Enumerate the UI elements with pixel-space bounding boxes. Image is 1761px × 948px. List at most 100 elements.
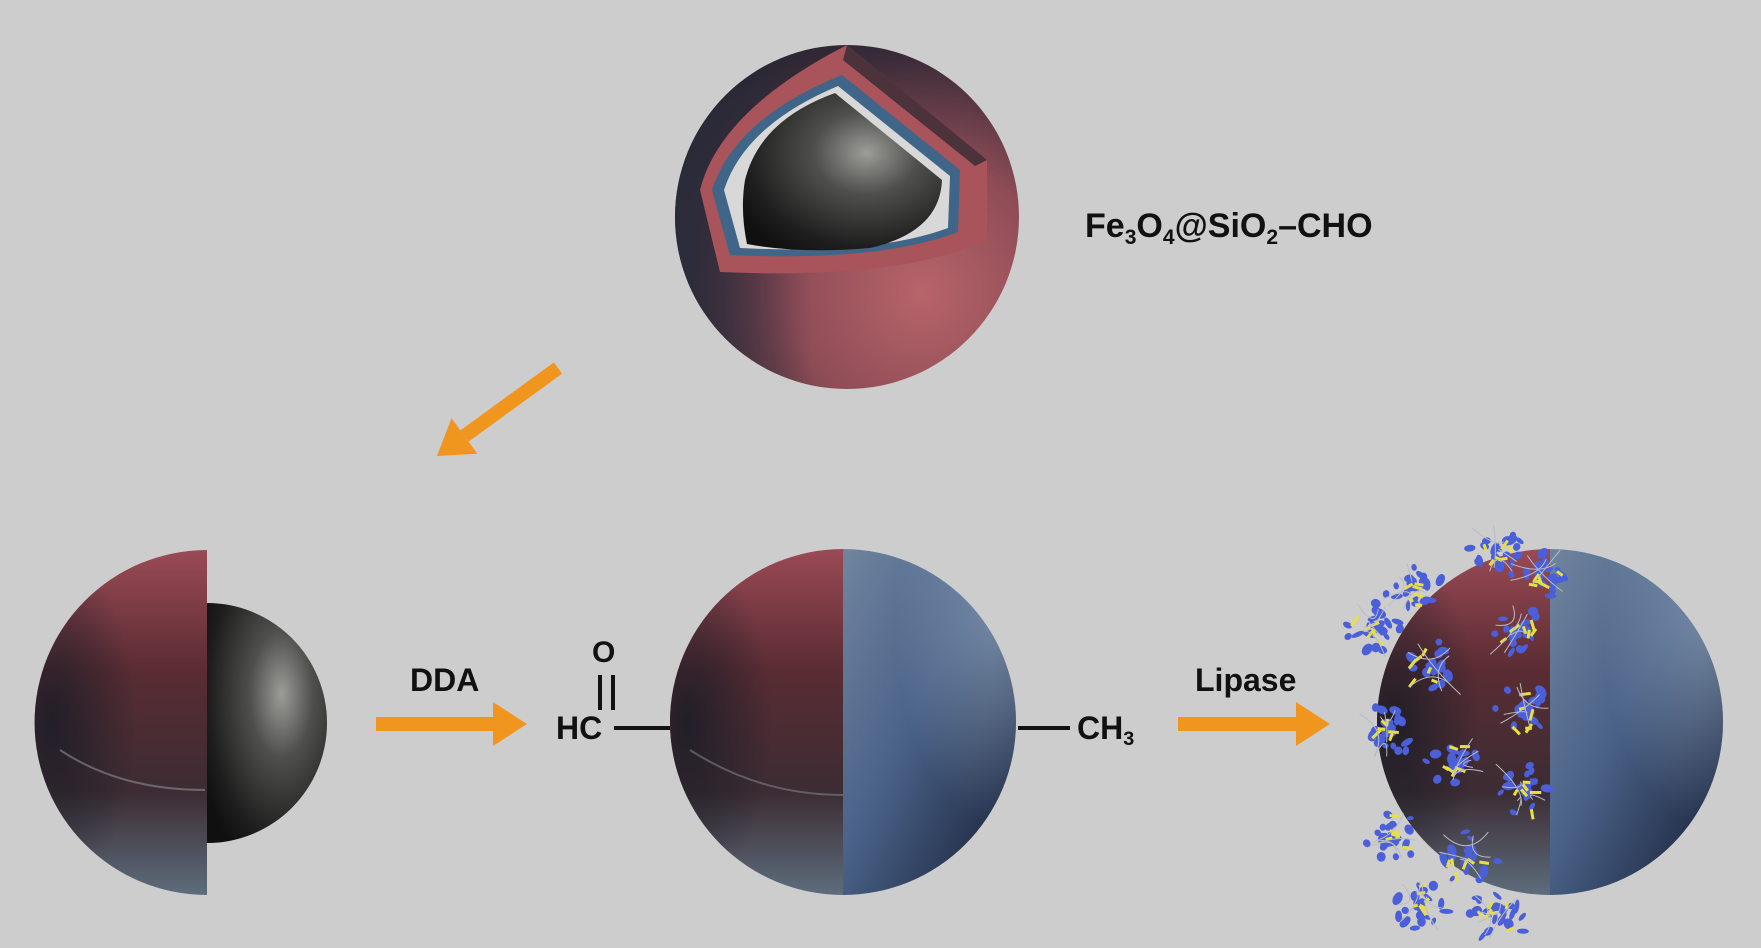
lipase-helix <box>1540 784 1554 793</box>
lipase-helix <box>1411 563 1417 571</box>
lipase-sheet <box>1512 789 1519 797</box>
lipase-helix <box>1416 570 1425 579</box>
lipase-sheet <box>1529 808 1535 820</box>
lipase-helix <box>1370 598 1381 608</box>
formula-fe: Fe <box>1085 207 1125 245</box>
lipase-helix <box>1395 910 1403 923</box>
lipase-loop <box>1463 759 1474 768</box>
lipase-sheet <box>1450 858 1455 867</box>
lipase-helix <box>1390 742 1397 750</box>
lipase-helix <box>1552 576 1567 584</box>
methyl-subscript: 3 <box>1123 728 1135 751</box>
functionalized-highlight-line <box>689 749 844 796</box>
lipase-helix <box>1506 775 1513 783</box>
lipase-loop <box>1526 555 1563 592</box>
lipase-sheet <box>1412 585 1423 591</box>
lipase-loop <box>1519 683 1531 728</box>
cross-section-highlight-line <box>59 749 206 791</box>
lipase-sheet <box>1414 582 1424 587</box>
lipase-sheet <box>1488 558 1495 567</box>
lipase-helix <box>1432 774 1442 784</box>
lipase-helix <box>1399 916 1411 928</box>
lipase-loop <box>1459 858 1482 879</box>
lipase-sheet <box>1500 539 1509 551</box>
lipase-sheet <box>1376 639 1384 646</box>
lipase-molecule <box>1382 563 1445 612</box>
lipase-sheet <box>1371 729 1382 740</box>
lipase-helix <box>1394 746 1403 755</box>
lipase-helix <box>1422 577 1431 591</box>
lipase-molecule <box>1422 738 1484 787</box>
lipase-loop <box>1495 763 1522 807</box>
lipase-sheet <box>1365 623 1373 632</box>
lipase-molecule <box>1359 703 1413 758</box>
lipase-loop <box>1364 606 1386 628</box>
arrow-to-cross-section-shaft <box>460 362 563 442</box>
lipase-sheet <box>1408 677 1417 688</box>
lipase-helix <box>1392 853 1400 861</box>
lipase-molecule <box>1492 683 1549 736</box>
lipase-helix <box>1376 852 1386 862</box>
lipase-loop <box>1406 563 1413 582</box>
functionalized-particle <box>670 549 1016 895</box>
formula-silica: @SiO <box>1174 207 1267 245</box>
lipase-helix <box>1497 914 1506 926</box>
lipase-loop <box>1368 841 1397 853</box>
lipase-sheet <box>1350 615 1360 627</box>
lipase-sheet <box>1533 573 1541 582</box>
step-dda-label: DDA <box>410 662 480 698</box>
lipase-helix <box>1512 551 1523 560</box>
lipase-loop <box>1510 559 1547 581</box>
core-shell-particle <box>675 45 1019 389</box>
immobilized-blue-sheen <box>1550 549 1723 895</box>
lipase-loop <box>1493 525 1496 569</box>
methyl-ch: CH <box>1077 710 1124 746</box>
lipase-sheet <box>1387 730 1399 734</box>
lipase-helix <box>1550 588 1556 596</box>
cutaway-edge-shadow <box>843 45 987 166</box>
lipase-helix <box>1537 547 1549 559</box>
lipase-loop <box>1387 576 1405 607</box>
lipase-helix <box>1392 892 1403 906</box>
lipase-helix <box>1497 789 1504 796</box>
lipase-helix <box>1518 912 1526 921</box>
lipase-helix <box>1449 875 1455 882</box>
functionalized-blue-sheen <box>843 549 1016 895</box>
lipase-loop <box>1368 621 1382 637</box>
lipase-molecule <box>1489 605 1540 658</box>
arrow-to-cross-section <box>437 362 563 456</box>
lipase-helix <box>1451 749 1462 755</box>
step-lipase-label: Lipase <box>1195 662 1297 698</box>
lipase-helix <box>1509 908 1516 920</box>
lipase-sheet <box>1529 791 1542 794</box>
lipase-sheet <box>1389 813 1399 818</box>
lipase-loop <box>1503 613 1528 653</box>
arrow-to-cross-section-head <box>437 418 478 456</box>
lipase-sheet <box>1388 732 1394 742</box>
lipase-helix <box>1492 913 1498 925</box>
lipase-loop <box>1384 712 1388 743</box>
lipase-loop <box>1375 813 1404 842</box>
lipase-helix <box>1529 778 1538 785</box>
formula-o-subscript: 4 <box>1162 225 1175 249</box>
lipase-loop <box>1493 903 1502 915</box>
lipase-helix <box>1450 778 1461 787</box>
lipase-helix <box>1472 752 1480 762</box>
lipase-loop <box>1516 686 1549 709</box>
lipase-helix <box>1419 596 1431 606</box>
lipase-sheet <box>1506 926 1515 933</box>
lipase-helix <box>1474 558 1481 566</box>
lipase-loop <box>1400 881 1421 922</box>
lipase-helix <box>1405 600 1411 612</box>
lipase-molecule <box>1343 598 1404 657</box>
lipase-loop <box>1510 562 1556 570</box>
lipase-helix <box>1514 899 1520 914</box>
lipase-loop <box>1408 676 1451 688</box>
lipase-helix <box>1401 737 1413 747</box>
lipase-loop <box>1422 884 1443 909</box>
lipase-loop <box>1397 883 1411 905</box>
lipase-helix <box>1535 722 1543 730</box>
formula-si-subscript: 2 <box>1266 225 1279 249</box>
lipase-sheet <box>1524 723 1534 734</box>
